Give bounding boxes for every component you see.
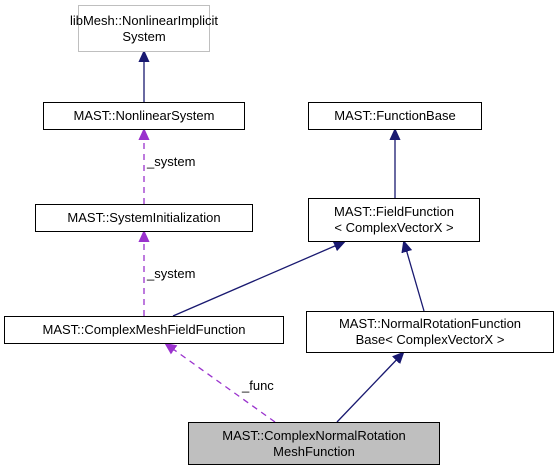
node-label: MAST::ComplexNormalRotation bbox=[222, 427, 406, 443]
node-normal-rotation-function-base[interactable]: MAST::NormalRotationFunction Base< Compl… bbox=[306, 311, 554, 353]
node-label: MAST::NormalRotationFunction bbox=[338, 316, 522, 331]
edge-complex-mesh-to-field-function bbox=[172, 242, 344, 317]
node-label: MAST::NonlinearSystem bbox=[73, 108, 215, 123]
edge-focus-to-complex-mesh bbox=[166, 344, 276, 423]
node-nonlinear-system[interactable]: MAST::NonlinearSystem bbox=[43, 102, 245, 130]
node-label: libMesh::NonlinearImplicit bbox=[69, 12, 219, 28]
edge-label-func: _func bbox=[242, 378, 274, 393]
node-label: MAST::SystemInitialization bbox=[67, 210, 221, 225]
node-label: MeshFunction bbox=[273, 443, 355, 459]
edge-normal-rotation-base-to-field-function bbox=[404, 242, 425, 312]
edge-label-system: _system bbox=[147, 266, 196, 281]
node-complex-mesh-field-function[interactable]: MAST::ComplexMeshFieldFunction bbox=[4, 316, 284, 344]
node-label: MAST::FieldFunction bbox=[334, 204, 454, 219]
node-function-base[interactable]: MAST::FunctionBase bbox=[308, 102, 482, 130]
node-label: MAST::ComplexMeshFieldFunction bbox=[42, 322, 246, 337]
node-label: System bbox=[122, 28, 166, 44]
node-label: Base< ComplexVectorX > bbox=[355, 332, 505, 347]
node-system-initialization[interactable]: MAST::SystemInitialization bbox=[35, 204, 253, 232]
node-complex-normal-rotation-mesh-function[interactable]: MAST::ComplexNormalRotation MeshFunction bbox=[188, 422, 440, 465]
node-field-function[interactable]: MAST::FieldFunction < ComplexVectorX > bbox=[308, 198, 480, 242]
node-label: MAST::FunctionBase bbox=[334, 108, 456, 123]
edge-focus-to-normal-rotation-base bbox=[336, 353, 403, 423]
node-label: < ComplexVectorX > bbox=[334, 220, 454, 235]
node-libmesh-nonlinear-implicit-system[interactable]: libMesh::NonlinearImplicit System bbox=[70, 5, 218, 52]
edge-label-system: _system bbox=[147, 154, 196, 169]
